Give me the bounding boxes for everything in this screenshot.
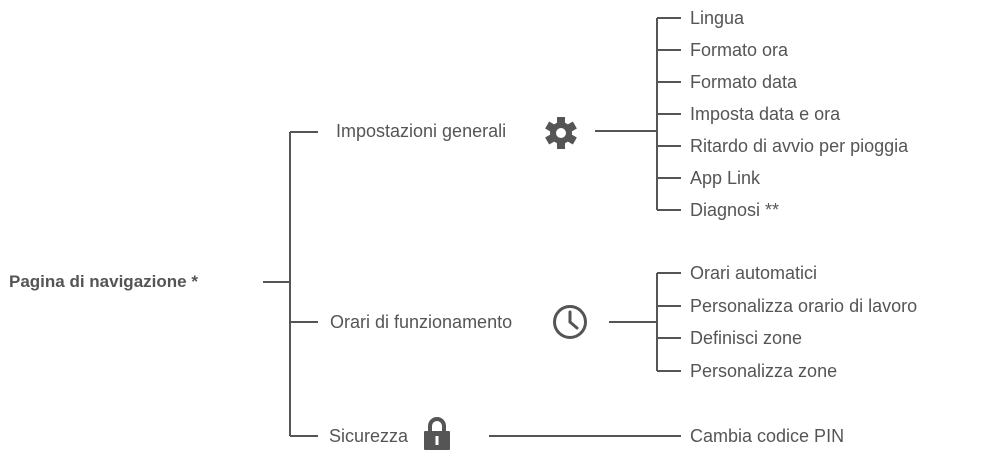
section-general-settings-label: Impostazioni generali: [336, 121, 507, 141]
section-operating-hours-label: Orari di funzionamento: [330, 312, 513, 332]
clock-icon: [553, 305, 587, 339]
item-define-zones: Definisci zone: [690, 328, 803, 348]
item-custom-work-schedule: Personalizza orario di lavoro: [690, 296, 918, 316]
item-language: Lingua: [690, 8, 745, 28]
item-date-format: Formato data: [690, 72, 798, 92]
item-set-date-time: Imposta data e ora: [690, 104, 841, 124]
section-security-label: Sicurezza: [329, 426, 409, 446]
item-change-pin: Cambia codice PIN: [690, 426, 845, 446]
item-auto-schedules: Orari automatici: [690, 263, 818, 283]
item-time-format: Formato ora: [690, 40, 789, 60]
root-node-label: Pagina di navigazione *: [9, 272, 198, 291]
item-rain-delay: Ritardo di avvio per pioggia: [690, 136, 909, 156]
item-diagnosis: Diagnosi **: [690, 200, 780, 220]
lock-icon: [424, 417, 450, 450]
item-app-link: App Link: [690, 168, 761, 188]
item-custom-zones: Personalizza zone: [690, 361, 838, 381]
gear-icon: [545, 117, 577, 149]
